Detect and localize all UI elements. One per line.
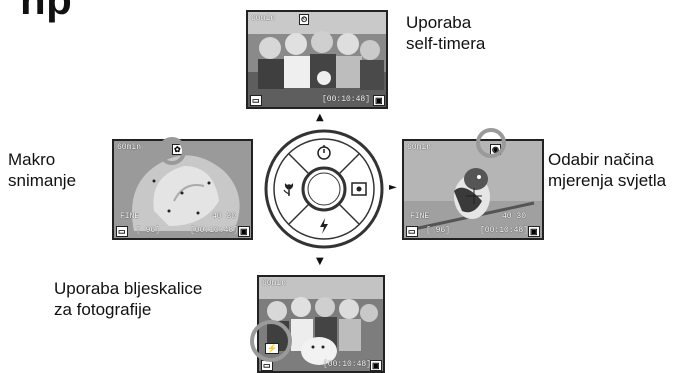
flash-highlight-ring bbox=[250, 320, 292, 362]
timecode-readout: [00:10:48] bbox=[480, 226, 529, 235]
resolution-indicator: 40 30 bbox=[212, 212, 237, 221]
arrow-right-icon: ► bbox=[389, 182, 397, 193]
quality-indicator: FINE bbox=[120, 212, 140, 221]
caption-metering: Odabir načina mjerenja svjetla bbox=[548, 149, 666, 191]
caption-metering-line-1: Odabir načina bbox=[548, 150, 654, 169]
battery-indicator: 60min bbox=[407, 143, 432, 152]
menu-icon: ▣ bbox=[373, 95, 385, 106]
group-photo-image bbox=[248, 12, 386, 107]
page-heading-fragment: np bbox=[20, 0, 72, 24]
wheel-divider-lines bbox=[288, 153, 360, 225]
metering-icon bbox=[351, 182, 367, 196]
caption-flash-line-1: Uporaba bljeskalice bbox=[54, 279, 203, 298]
battery-indicator: 60min bbox=[262, 279, 287, 288]
wheel-left-macro-button[interactable] bbox=[277, 177, 301, 201]
mode-icon: ▭ bbox=[406, 226, 418, 237]
caption-self-timer-line-1: Uporaba bbox=[406, 13, 472, 32]
arrow-up-icon: ▲ bbox=[316, 112, 324, 123]
menu-icon: ▣ bbox=[528, 226, 540, 237]
macro-tulip-icon bbox=[283, 183, 294, 196]
quality-indicator: FINE bbox=[410, 212, 430, 221]
timecode-readout: [00:10:48] bbox=[323, 360, 372, 369]
lcd-screen-metering: 60min ◉ FINE 40 30 [ 96] [00:10:48] ▭ ▣ bbox=[402, 139, 544, 240]
lcd-screen-self-timer: 60min ⏲ [00:10:48] ▭ ▣ bbox=[246, 10, 388, 109]
wheel-center-button[interactable] bbox=[306, 171, 342, 207]
caption-self-timer-line-2: self-timera bbox=[406, 34, 486, 53]
caption-flash: Uporaba bljeskalice za fotografije bbox=[54, 278, 202, 320]
bird-image bbox=[404, 141, 542, 238]
caption-metering-line-2: mjerenja svjetla bbox=[548, 171, 667, 190]
control-wheel bbox=[264, 125, 384, 253]
self-timer-icon bbox=[317, 145, 331, 160]
timecode-readout: [00:10:48] bbox=[322, 95, 371, 104]
shot-count: [ 96] bbox=[136, 226, 161, 235]
mode-icon: ▭ bbox=[116, 226, 128, 237]
battery-indicator: 60min bbox=[251, 14, 276, 23]
caption-macro: Makro snimanje bbox=[8, 149, 76, 191]
resolution-indicator: 40 30 bbox=[502, 212, 527, 221]
menu-icon: ▣ bbox=[238, 226, 250, 237]
wheel-down-flash-button[interactable] bbox=[312, 215, 336, 237]
menu-icon: ▣ bbox=[370, 360, 382, 371]
caption-flash-line-2: za fotografije bbox=[54, 300, 152, 319]
arrow-down-icon: ▼ bbox=[316, 256, 324, 267]
metering-highlight-ring bbox=[476, 128, 506, 158]
self-timer-icon: ⏲ bbox=[299, 14, 310, 25]
wheel-up-self-timer-button[interactable] bbox=[312, 141, 336, 163]
caption-macro-line-1: Makro bbox=[8, 150, 56, 169]
macro-highlight-ring bbox=[158, 137, 186, 165]
caption-self-timer: Uporaba self-timera bbox=[406, 12, 485, 54]
flash-icon bbox=[320, 218, 328, 234]
mode-icon: ▭ bbox=[250, 95, 262, 106]
timecode-readout: [00:10:48] bbox=[190, 226, 239, 235]
caption-macro-line-2: snimanje bbox=[8, 171, 77, 190]
battery-indicator: 60min bbox=[117, 143, 142, 152]
wheel-right-metering-button[interactable] bbox=[347, 177, 371, 201]
shot-count: [ 96] bbox=[426, 226, 451, 235]
